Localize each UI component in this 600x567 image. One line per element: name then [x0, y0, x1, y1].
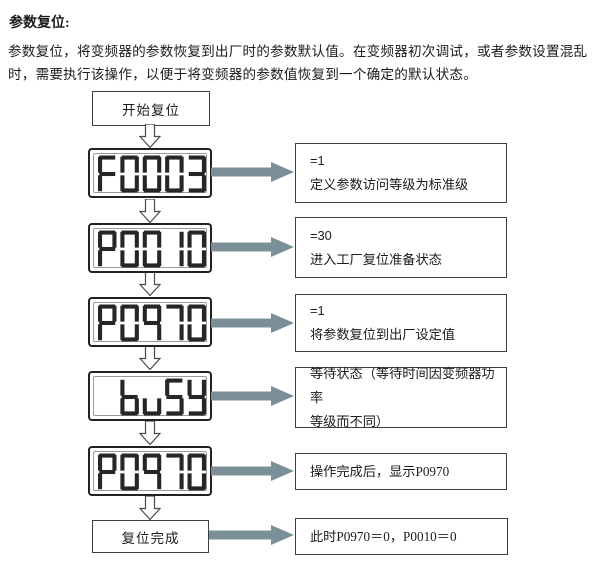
- down-arrow-icon: [139, 496, 161, 520]
- lcd-display-step1: [88, 148, 212, 198]
- seven-segment-value: [98, 304, 206, 342]
- note-text: 此时P0970＝0，P0010＝0: [310, 528, 457, 544]
- flow-start-label: 开始复位: [122, 102, 180, 118]
- note-box-end: 此时P0970＝0，P0010＝0: [295, 518, 508, 555]
- note-value: =30: [310, 227, 332, 243]
- lcd-bezel: [93, 228, 207, 268]
- lcd-display-step5: [88, 446, 212, 496]
- flow-end-label: 复位完成: [121, 530, 180, 546]
- lcd-bezel: [93, 153, 207, 193]
- lcd-display-step4: [88, 371, 212, 421]
- lcd-bezel: [93, 302, 207, 342]
- note-value: =1: [310, 303, 325, 318]
- note-box-step3: =1 将参数复位到出厂设定值: [295, 294, 507, 352]
- flow-start-box: 开始复位: [92, 91, 210, 126]
- note-text: 将参数复位到出厂设定值: [310, 327, 456, 342]
- note-box-step2: =30 进入工厂复位准备状态: [295, 217, 507, 278]
- right-arrow-icon: [211, 386, 294, 406]
- note-box-step4: 等待状态（等待时间因变频器功率 等级而不同）: [295, 366, 507, 429]
- note-text: 操作完成后，显示P0970: [310, 463, 450, 479]
- note-text: 等待状态（等待时间因变频器功率: [310, 365, 495, 405]
- note-text: 定义参数访问等级为标准级: [310, 177, 469, 192]
- down-arrow-icon: [139, 346, 161, 370]
- down-arrow-icon: [139, 124, 161, 148]
- intro-paragraph-line-1: 参数复位，将变频器的参数恢复到出厂时的参数默认值。在变频器初次调试，或者参数设置…: [8, 44, 588, 59]
- right-arrow-icon: [211, 461, 294, 481]
- lcd-bezel: [93, 451, 207, 491]
- note-text: 进入工厂复位准备状态: [310, 251, 442, 267]
- flow-end-box: 复位完成: [92, 520, 209, 553]
- note-box-step1: =1 定义参数访问等级为标准级: [295, 143, 507, 203]
- lcd-bezel: [93, 376, 207, 416]
- right-arrow-icon: [211, 313, 294, 333]
- down-arrow-icon: [139, 199, 161, 223]
- note-box-step5: 操作完成后，显示P0970: [295, 453, 507, 490]
- right-arrow-icon: [211, 237, 294, 257]
- section-title: 参数复位:: [9, 16, 70, 31]
- note-value: =1: [310, 153, 325, 168]
- seven-segment-value: [98, 155, 206, 193]
- seven-segment-value: [120, 378, 206, 416]
- intro-paragraph-line-2: 时，需要执行该操作，以便于将变频器的参数值恢复到一个确定的默认状态。: [8, 67, 477, 82]
- right-arrow-icon: [211, 162, 294, 182]
- seven-segment-value: [98, 453, 206, 491]
- right-arrow-icon: [206, 525, 294, 545]
- down-arrow-icon: [139, 272, 161, 296]
- note-text: 等级而不同）: [310, 413, 390, 429]
- seven-segment-value: [98, 230, 206, 268]
- lcd-display-step3: [88, 297, 212, 347]
- down-arrow-icon: [139, 421, 161, 445]
- lcd-display-step2: [88, 223, 212, 273]
